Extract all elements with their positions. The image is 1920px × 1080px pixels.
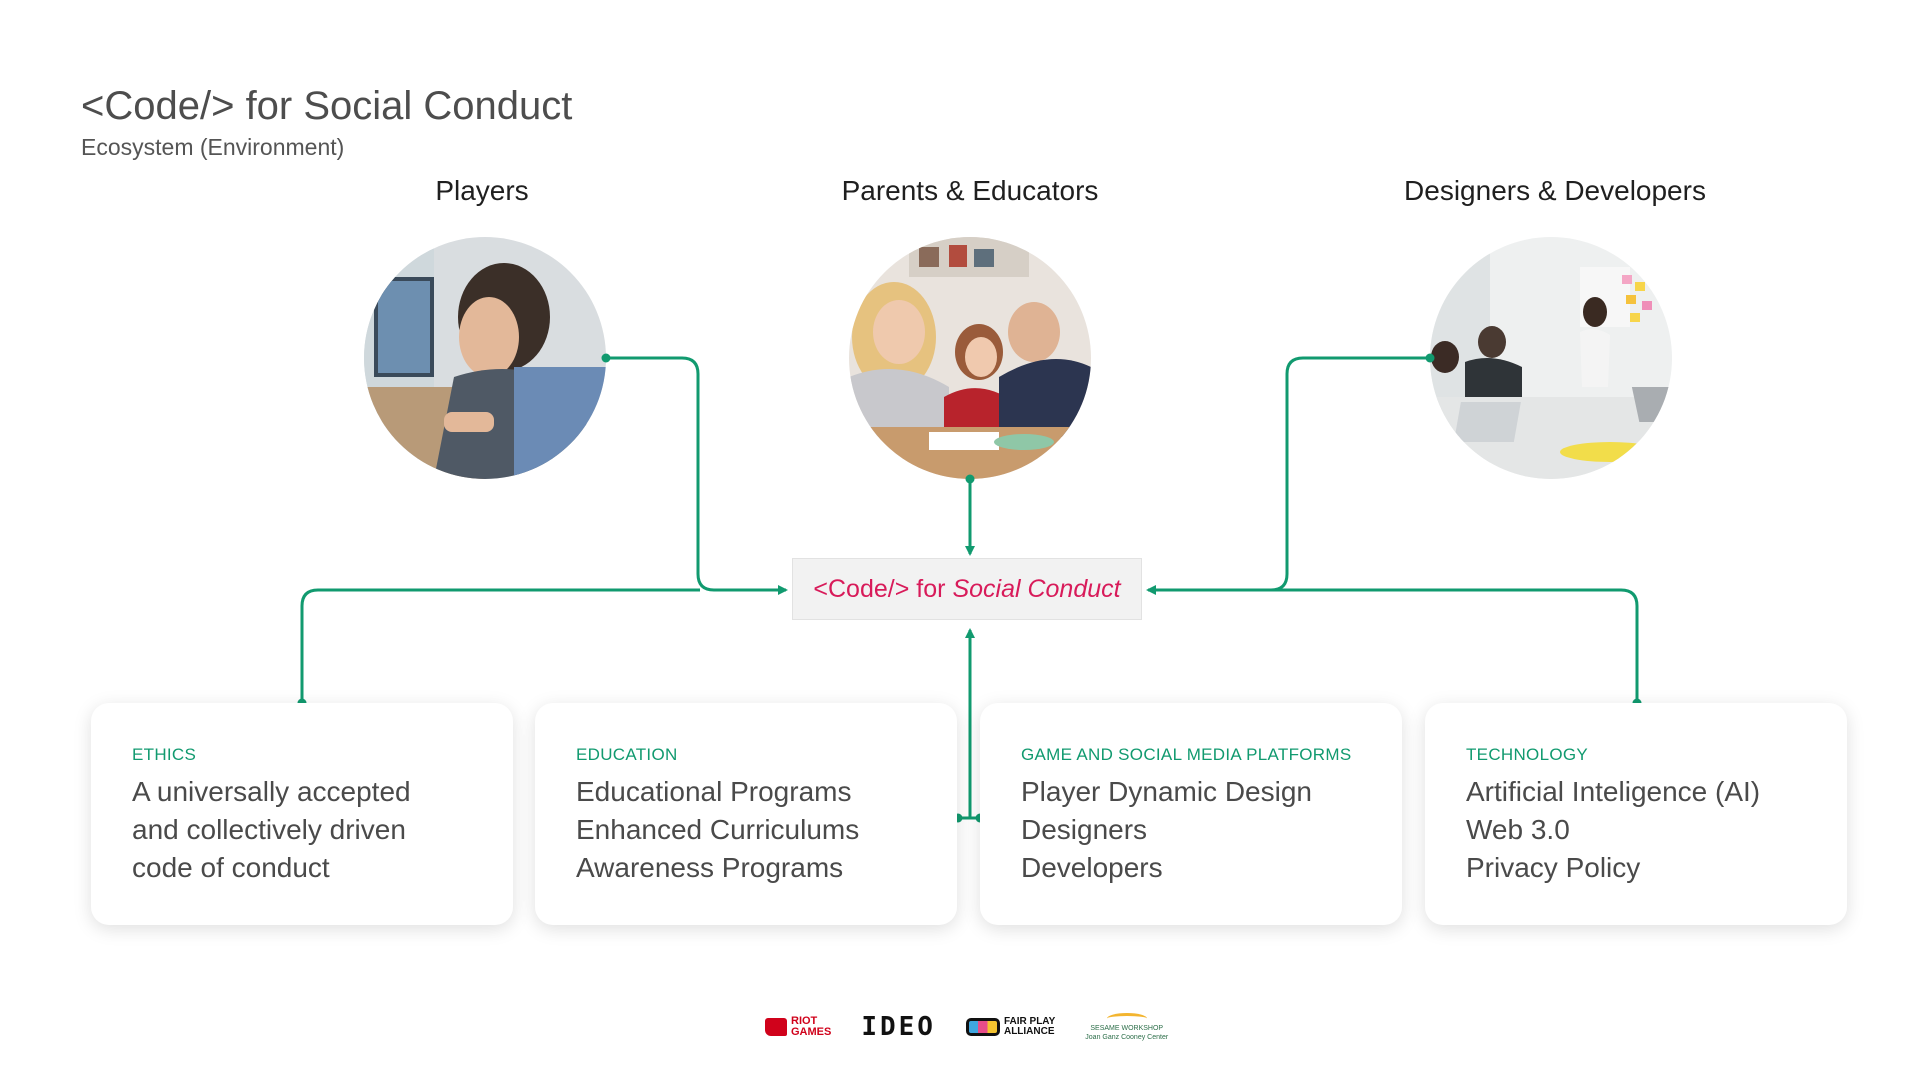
group-label-parents-educators: Parents & Educators <box>842 175 1099 207</box>
arc-icon <box>1107 1013 1147 1024</box>
card-category: ETHICS <box>132 745 473 765</box>
page-subtitle: Ecosystem (Environment) <box>81 134 344 161</box>
card-category: EDUCATION <box>576 745 917 765</box>
riot-games-logo: RIOT GAMES <box>765 1016 831 1038</box>
fpa-logo-line: ALLIANCE <box>1004 1027 1055 1037</box>
ideo-logo: IDEO <box>861 1012 936 1042</box>
sesame-logo-line: SESAME WORKSHOP <box>1090 1024 1163 1033</box>
card-line: Educational Programs <box>576 773 917 811</box>
card-platforms: GAME AND SOCIAL MEDIA PLATFORMS Player D… <box>980 703 1402 925</box>
center-node-emphasis: Social Conduct <box>952 575 1120 604</box>
center-node-prefix: <Code/> for <box>813 575 945 604</box>
card-line: and collectively driven <box>132 811 473 849</box>
card-category: GAME AND SOCIAL MEDIA PLATFORMS <box>1021 745 1362 765</box>
designers-developers-photo <box>1430 237 1672 479</box>
card-category: TECHNOLOGY <box>1466 745 1807 765</box>
group-label-players: Players <box>435 175 528 207</box>
group-label-designers-developers: Designers & Developers <box>1404 175 1706 207</box>
riot-fist-icon <box>765 1018 787 1036</box>
card-line: Privacy Policy <box>1466 849 1807 887</box>
card-line: Web 3.0 <box>1466 811 1807 849</box>
fair-play-alliance-logo: FAIR PLAY ALLIANCE <box>966 1017 1055 1037</box>
controller-icon <box>966 1018 1000 1036</box>
card-line: Awareness Programs <box>576 849 917 887</box>
partner-logos: RIOT GAMES IDEO FAIR PLAY ALLIANCE SESAM… <box>765 1012 1198 1042</box>
players-photo <box>364 237 606 479</box>
sesame-workshop-logo: SESAME WORKSHOP Joan Ganz Cooney Center <box>1085 1013 1168 1042</box>
card-line: Artificial Inteligence (AI) <box>1466 773 1807 811</box>
card-education: EDUCATION Educational Programs Enhanced … <box>535 703 957 925</box>
center-node: <Code/> for Social Conduct <box>792 558 1142 620</box>
card-line: code of conduct <box>132 849 473 887</box>
card-line: Developers <box>1021 849 1362 887</box>
card-technology: TECHNOLOGY Artificial Inteligence (AI) W… <box>1425 703 1847 925</box>
parents-educators-photo <box>849 237 1091 479</box>
card-line: Designers <box>1021 811 1362 849</box>
card-ethics: ETHICS A universally accepted and collec… <box>91 703 513 925</box>
card-line: A universally accepted <box>132 773 473 811</box>
card-line: Enhanced Curriculums <box>576 811 917 849</box>
sesame-logo-line: Joan Ganz Cooney Center <box>1085 1033 1168 1042</box>
card-line: Player Dynamic Design <box>1021 773 1362 811</box>
page-title: <Code/> for Social Conduct <box>81 84 572 129</box>
riot-logo-line: GAMES <box>791 1027 831 1038</box>
